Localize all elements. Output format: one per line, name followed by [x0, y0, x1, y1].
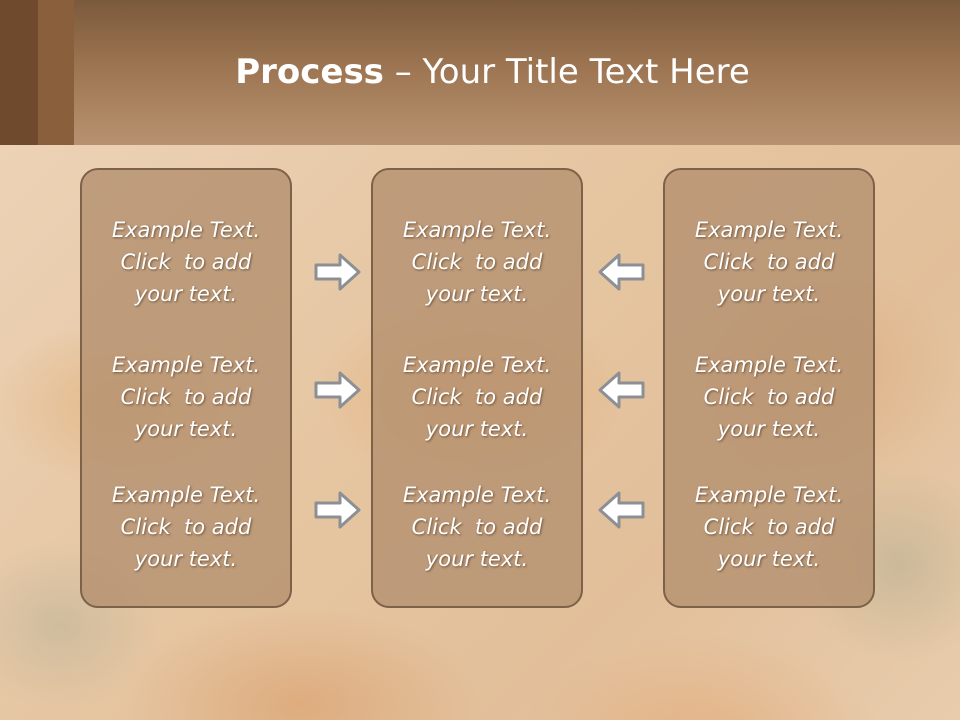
arrow-right-icon — [314, 371, 361, 409]
title-bar: Process – Your Title Text Here — [0, 0, 960, 145]
text-line: Click to add — [411, 250, 543, 274]
panel-text-block[interactable]: Example Text. Click to add your text. — [373, 349, 581, 445]
title-rest: – Your Title Text Here — [383, 52, 750, 92]
text-line: your text. — [425, 282, 529, 306]
text-line: Click to add — [703, 250, 835, 274]
panel-text-block[interactable]: Example Text. Click to add your text. — [665, 349, 873, 445]
text-line: Click to add — [120, 515, 252, 539]
panel-text-block[interactable]: Example Text. Click to add your text. — [82, 349, 290, 445]
text-line: your text. — [134, 417, 238, 441]
text-line: Click to add — [411, 515, 543, 539]
text-line: Example Text. — [111, 483, 261, 507]
text-line: Example Text. — [402, 218, 552, 242]
text-line: Example Text. — [111, 218, 261, 242]
text-line: Example Text. — [111, 353, 261, 377]
arrow-left-icon — [598, 371, 645, 409]
text-panel-center[interactable]: Example Text. Click to add your text. Ex… — [371, 168, 583, 608]
text-line: your text. — [134, 282, 238, 306]
text-line: your text. — [134, 547, 238, 571]
arrow-left-icon — [598, 491, 645, 529]
text-line: Example Text. — [402, 353, 552, 377]
text-line: Example Text. — [694, 483, 844, 507]
arrow-right-icon — [314, 491, 361, 529]
text-line: Click to add — [411, 385, 543, 409]
title-bold: Process — [235, 52, 384, 92]
text-panel-left[interactable]: Example Text. Click to add your text. Ex… — [80, 168, 292, 608]
text-line: your text. — [717, 547, 821, 571]
panel-text-block[interactable]: Example Text. Click to add your text. — [373, 214, 581, 310]
arrow-left-icon — [598, 253, 645, 291]
panel-text-block[interactable]: Example Text. Click to add your text. — [665, 479, 873, 575]
text-line: Click to add — [120, 385, 252, 409]
panel-text-block[interactable]: Example Text. Click to add your text. — [373, 479, 581, 575]
text-line: your text. — [425, 547, 529, 571]
text-line: your text. — [717, 417, 821, 441]
panel-text-block[interactable]: Example Text. Click to add your text. — [665, 214, 873, 310]
text-line: Example Text. — [694, 353, 844, 377]
arrow-right-icon — [314, 253, 361, 291]
text-line: Click to add — [703, 385, 835, 409]
text-panel-right[interactable]: Example Text. Click to add your text. Ex… — [663, 168, 875, 608]
slide-title[interactable]: Process – Your Title Text Here — [0, 52, 960, 92]
text-line: your text. — [717, 282, 821, 306]
panel-text-block[interactable]: Example Text. Click to add your text. — [82, 214, 290, 310]
text-line: Click to add — [703, 515, 835, 539]
corner-accent-dark — [0, 0, 38, 145]
corner-accent-light — [38, 0, 74, 145]
text-line: your text. — [425, 417, 529, 441]
panel-text-block[interactable]: Example Text. Click to add your text. — [82, 479, 290, 575]
text-line: Example Text. — [694, 218, 844, 242]
text-line: Example Text. — [402, 483, 552, 507]
text-line: Click to add — [120, 250, 252, 274]
